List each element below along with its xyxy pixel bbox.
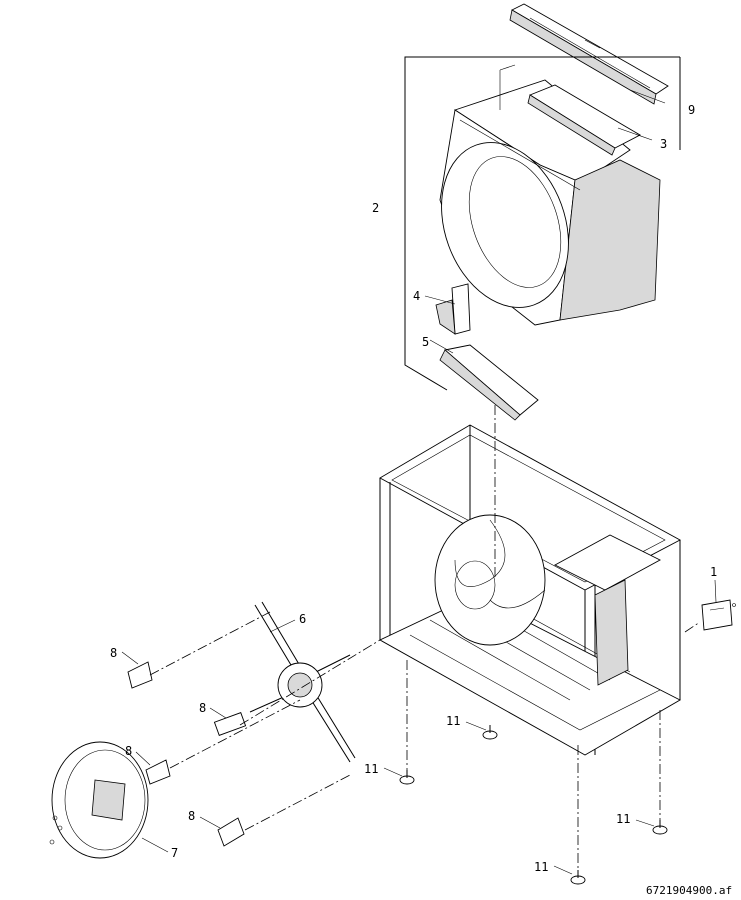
part-5-drip-tray <box>439 344 539 421</box>
callout-8c: 8 <box>125 744 132 758</box>
part-4-bracket <box>435 283 471 335</box>
callout-1: 1 <box>710 565 717 579</box>
part-11-feet <box>399 725 668 885</box>
part-8-sleeve-c <box>145 759 171 785</box>
callout-11b: 11 <box>364 762 378 776</box>
drawing-reference: 6721904900.af <box>646 884 732 897</box>
part-7-cover-plate <box>49 741 149 859</box>
callout-11d: 11 <box>534 860 548 874</box>
callout-2: 2 <box>372 201 379 215</box>
group-bracket-2 <box>404 56 500 391</box>
callout-11c: 11 <box>616 812 630 826</box>
callout-3: 3 <box>660 137 667 151</box>
part-8-sleeve-b <box>213 712 247 736</box>
part-1-bracket <box>701 599 736 631</box>
callout-11a: 11 <box>446 714 460 728</box>
center-lines <box>149 405 701 870</box>
callout-6: 6 <box>299 612 306 626</box>
part-8-sleeve-a <box>127 661 153 689</box>
part-8-sleeve-d <box>217 817 245 847</box>
part-6-motor-mount <box>249 601 356 763</box>
part-3-inner-cover <box>527 84 641 156</box>
callout-8b: 8 <box>199 701 206 715</box>
fan-impeller <box>434 514 546 646</box>
callout-8d: 8 <box>188 809 195 823</box>
callout-5: 5 <box>422 335 429 349</box>
part-2-fan-housing <box>439 64 661 326</box>
callout-9: 9 <box>688 103 695 117</box>
leader-lines <box>121 89 717 875</box>
main-frame <box>379 424 681 756</box>
callout-4: 4 <box>413 289 420 303</box>
callout-8a: 8 <box>110 646 117 660</box>
callout-7: 7 <box>171 846 178 860</box>
